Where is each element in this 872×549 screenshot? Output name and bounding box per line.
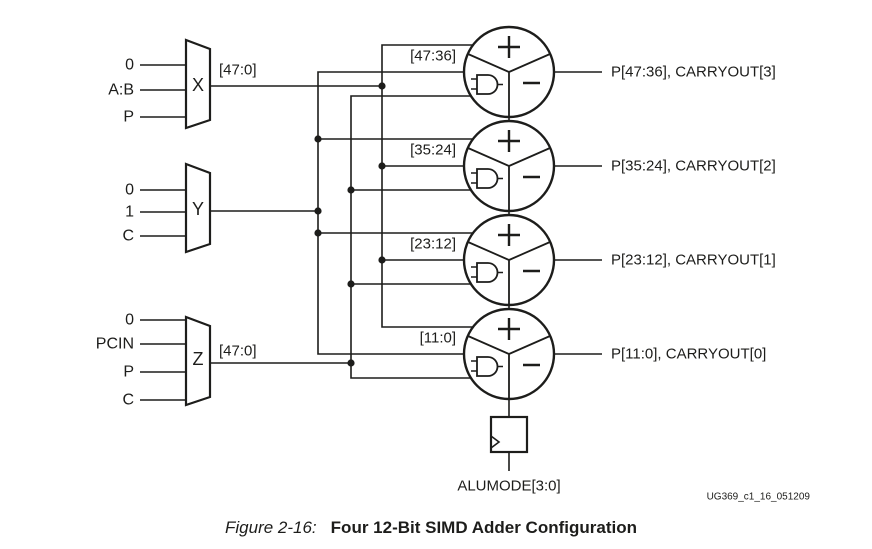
bus-a [317,71,486,355]
alu2-slice-label: [35:24] [410,142,456,159]
alu3-output-label: P[23:12], CARRYOUT[1] [611,252,776,269]
mux-z-input-label: PCIN [96,336,134,353]
mux-x-input-label: 0 [125,57,134,74]
mux-input-labels: 0 A:B P 0 1 C 0 PCIN P C [96,57,134,409]
mux-y-input-label: 1 [125,204,134,221]
muxes: X Y Z [184,38,212,407]
mux-z-letter: Z [193,349,204,369]
alu-unit-3 [462,213,556,307]
mux-x-letter: X [192,75,204,95]
mux-y-input-label: 0 [125,182,134,199]
caption-figure-label: Figure 2-16: [225,518,317,537]
junction-dot [378,82,386,90]
mux-y-letter: Y [192,199,204,219]
junction-dot [378,256,386,264]
alu4-slice-label: [11:0] [420,330,456,347]
junction-dot [378,162,386,170]
alumode-label: ALUMODE[3:0] [457,478,560,495]
junction-dot [347,186,355,194]
alu-unit-1 [462,25,556,119]
junction-dot [347,280,355,288]
output-labels: P[47:36], CARRYOUT[3] P[35:24], CARRYOUT… [611,64,776,363]
mux-z-input-label: C [122,392,134,409]
mux-x-input-label: P [123,109,134,126]
watermark-text: UG369_c1_16_051209 [707,492,811,503]
slice-labels: [47:36] [35:24] [23:12] [11:0] [410,48,456,347]
mux-y-shape [184,162,212,254]
mux-z-shape [184,315,212,407]
alu4-output-label: P[11:0], CARRYOUT[0] [611,346,766,363]
alu-unit-4 [462,307,556,401]
junction-dot [314,135,322,143]
alu1-slice-label: [47:36] [410,48,456,65]
bus-c [381,44,486,328]
clock-edge-icon [490,435,501,449]
junction-dot [347,359,355,367]
mux-y-input-label: C [122,228,134,245]
mux-z-bus-label: [47:0] [219,343,257,360]
figure-caption: Figure 2-16: Four 12-Bit SIMD Adder Confi… [225,518,637,537]
register-box [489,415,529,454]
junction-dot [314,229,322,237]
mux-x-shape [184,38,212,130]
mux-z-input-label: 0 [125,312,134,329]
alu3-slice-label: [23:12] [410,236,456,253]
alu-unit-2 [462,119,556,213]
alu1-output-label: P[47:36], CARRYOUT[3] [611,64,776,81]
junction-dots [314,82,386,367]
mux-z-input-label: P [123,364,134,381]
mux-x-bus-label: [47:0] [219,62,257,79]
alu2-output-label: P[35:24], CARRYOUT[2] [611,158,776,175]
mux-x-input-label: A:B [108,82,134,99]
bus-b [350,95,486,379]
caption-title: Four 12-Bit SIMD Adder Configuration [331,518,637,537]
alumode-register [489,415,529,454]
junction-dot [314,207,322,215]
